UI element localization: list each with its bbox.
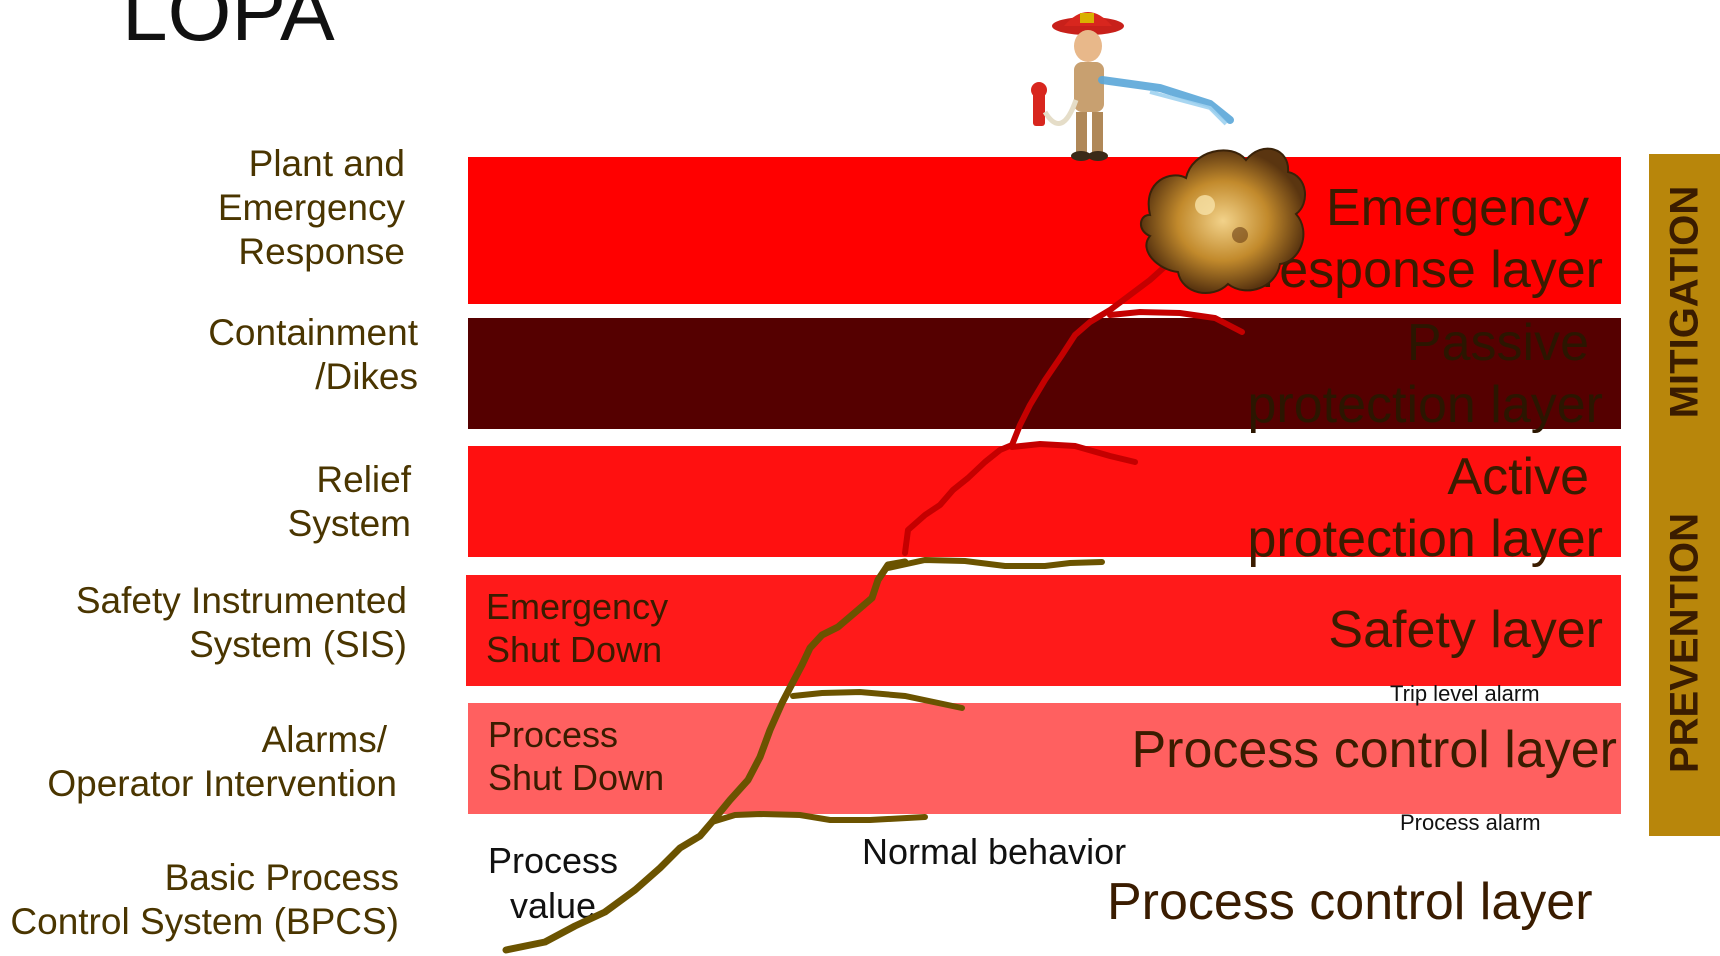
label-line: Plant and (248, 143, 405, 184)
active-layer-curve (1009, 440, 1138, 465)
band-label-emergency: Emergency response layer (1262, 177, 1603, 301)
label-line: Emergency (486, 586, 669, 627)
mitigation-bar: MITIGATION (1649, 154, 1720, 449)
page-title: LOPA (122, 0, 335, 58)
label-line: Active (1447, 448, 1589, 506)
prevention-bar: PREVENTION (1649, 449, 1720, 836)
label-line: protection layer (1247, 510, 1603, 568)
label-line: Process (488, 714, 619, 755)
label-line: Passive (1406, 314, 1589, 372)
band-passive-protection: Passive protection layer (468, 314, 1621, 434)
process-alarm-curve (790, 688, 965, 711)
firefighter-icon (1031, 12, 1234, 161)
band-inner-emergency-shutdown: Emergency Shut Down (486, 585, 668, 671)
label-line: /Dikes (315, 356, 418, 397)
trip-level-alarm-label: Trip level alarm (1390, 681, 1540, 706)
process-value-label: Process value (488, 838, 618, 928)
label-line: Basic Process (164, 857, 399, 898)
band-active-protection: Active protection layer (468, 446, 1621, 568)
label-line: System (SIS) (189, 624, 407, 665)
escalation-curve (902, 255, 1183, 556)
band-safety: Emergency Shut Down Safety layer (466, 575, 1621, 686)
label-line: Process (488, 840, 619, 881)
passive-layer-curve (1107, 308, 1245, 335)
label-line: Shut Down (488, 757, 665, 798)
process-alarm-label: Process alarm (1400, 810, 1541, 835)
label-bpcs: Basic Process Control System (BPCS) (10, 856, 399, 944)
label-plant-emergency-response: Plant and Emergency Response (218, 142, 405, 274)
label-relief-system: Relief System (288, 458, 411, 546)
band-label-safety: Safety layer (1328, 601, 1603, 659)
bottom-process-control-layer-label: Process control layer (1107, 873, 1593, 931)
label-containment-dikes: Containment /Dikes (208, 311, 418, 399)
label-line: Containment (208, 312, 418, 353)
band-label-active: Active protection layer (1247, 446, 1603, 570)
label-line: Alarms/ (261, 719, 387, 760)
label-line: Safety Instrumented (75, 580, 407, 621)
label-line: Control System (BPCS) (10, 901, 399, 942)
band-process-control: Process Shut Down Process control layer (468, 703, 1621, 814)
normal-behavior-label: Normal behavior (862, 831, 1127, 872)
label-alarms-operator: Alarms/ Operator Intervention (47, 718, 397, 806)
label-line: Emergency (217, 187, 405, 228)
label-line: Operator Intervention (47, 763, 397, 804)
label-line: System (287, 503, 411, 544)
label-line: protection layer (1247, 376, 1603, 434)
label-line: response layer (1261, 241, 1603, 299)
band-emergency-response: Emergency response layer (468, 157, 1621, 304)
label-sis: Safety Instrumented System (SIS) (76, 579, 407, 667)
trip-alarm-curve (885, 556, 1105, 571)
band-inner-process-shutdown: Process Shut Down (488, 713, 664, 799)
normal-behavior-curve (709, 810, 928, 825)
label-line: Relief (316, 459, 411, 500)
label-line: Shut Down (486, 629, 663, 670)
fire-explosion-icon (1140, 147, 1307, 294)
label-line: Response (238, 231, 405, 272)
band-label-process: Process control layer (1131, 721, 1617, 779)
band-label-passive: Passive protection layer (1247, 312, 1603, 436)
process-value-curve (502, 558, 909, 954)
label-line: Emergency (1326, 179, 1589, 237)
